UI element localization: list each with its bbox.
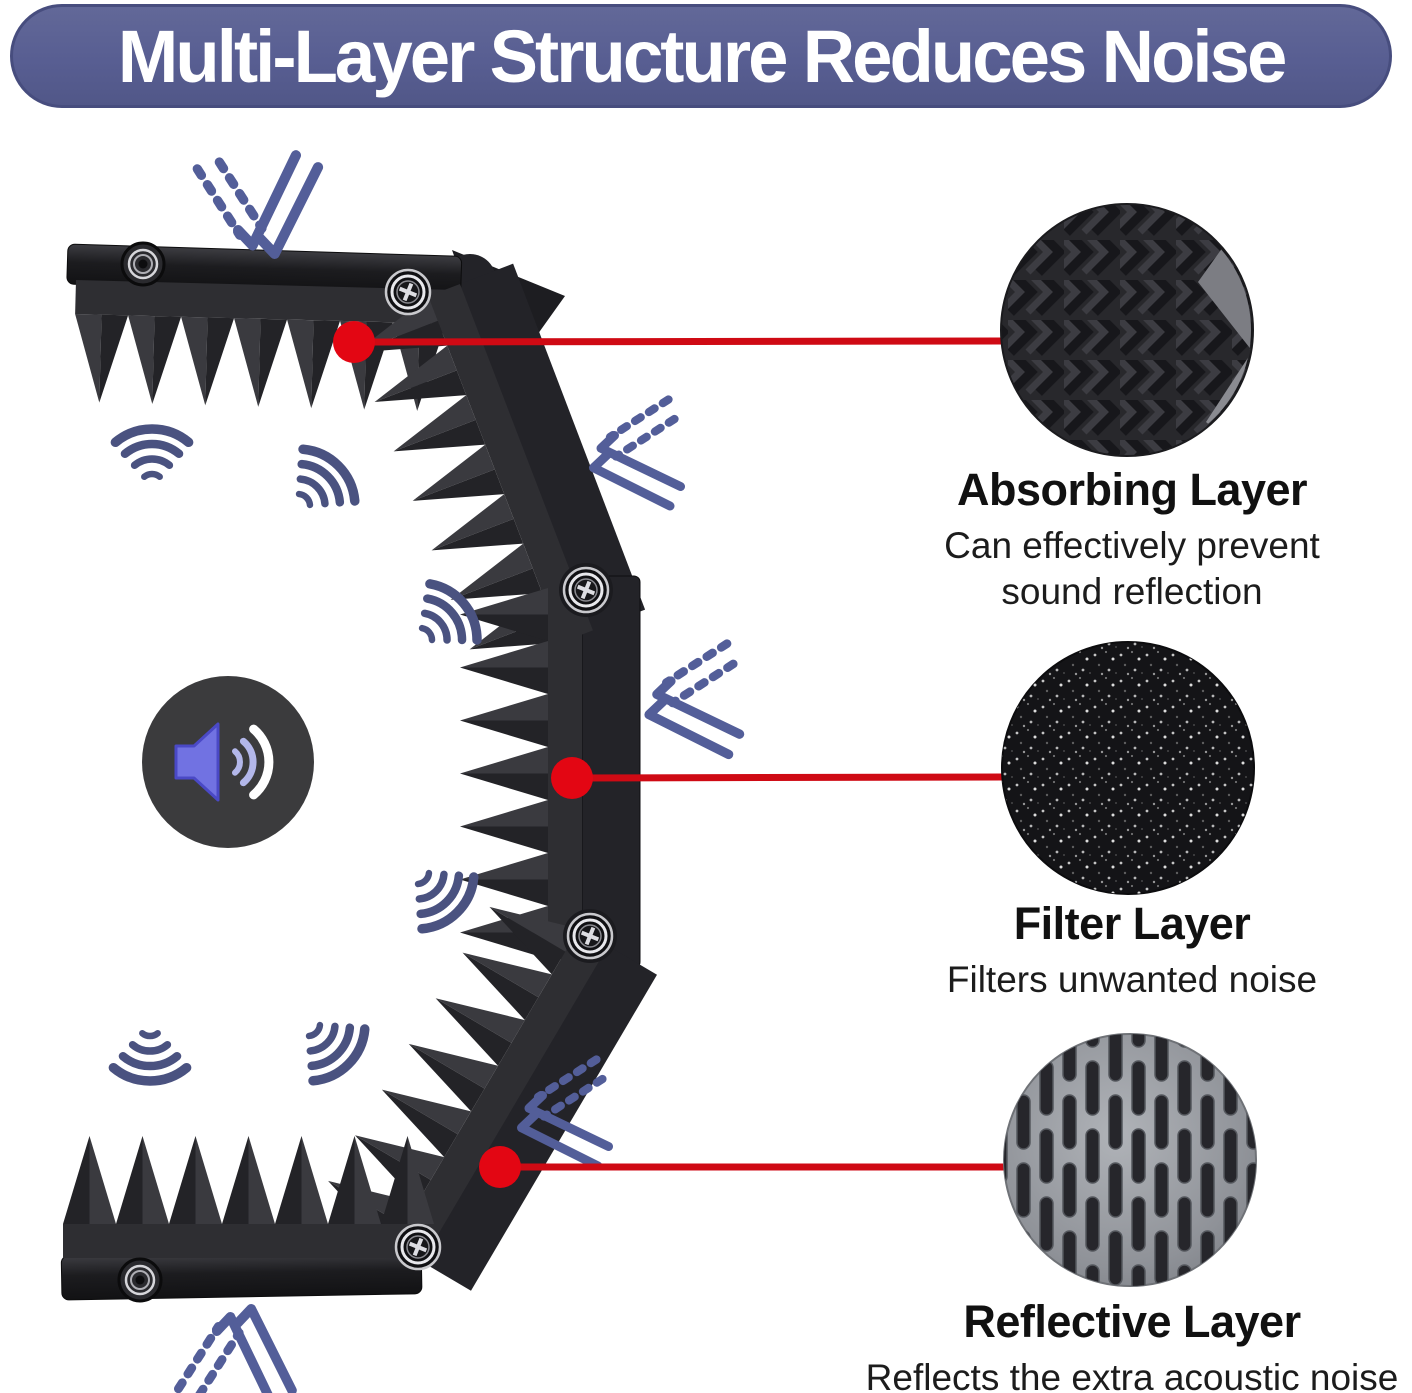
reflected-noise-arrow-icon <box>649 644 739 755</box>
reflected-noise-arrow-icon <box>594 400 681 507</box>
reflective-layer-thumbnail <box>1003 1033 1257 1287</box>
phillips-screw-icon <box>562 566 610 614</box>
phillips-screw-icon <box>384 268 432 316</box>
callout-dot-filter <box>551 757 593 799</box>
banner-title: Multi-Layer Structure Reduces Noise <box>117 14 1287 98</box>
filter-layer-thumbnail <box>1001 641 1255 895</box>
snap-button-icon <box>120 241 166 287</box>
absorbing-layer-description: Can effectively prevent sound reflection <box>944 525 1320 612</box>
snap-button-icon <box>117 1257 163 1303</box>
absorbing-layer-title: Absorbing Layer <box>956 464 1308 515</box>
phillips-screw-icon <box>394 1223 442 1271</box>
speaker-volume-icon <box>142 676 314 848</box>
absorbing-layer-caption: Absorbing Layer Can effectively prevent … <box>852 464 1412 615</box>
callout-leader-lines <box>353 337 1007 1171</box>
reflected-noise-arrow-icon <box>178 1309 292 1393</box>
sound-wave-arcs-icon <box>289 1005 375 1091</box>
callout-dot-absorbing <box>333 321 375 363</box>
reflective-layer-caption: Reflective Layer Reflects the extra acou… <box>852 1296 1412 1393</box>
frame-panel-upper-right <box>458 263 646 631</box>
reflective-layer-title: Reflective Layer <box>963 1296 1301 1347</box>
sound-wave-arcs-icon <box>115 429 188 477</box>
filter-layer-title: Filter Layer <box>1013 898 1251 949</box>
sound-wave-arcs-icon <box>113 1033 186 1081</box>
title-banner: Multi-Layer Structure Reduces Noise <box>10 4 1392 108</box>
absorbing-layer-thumbnail <box>1000 203 1254 457</box>
filter-layer-description: Filters unwanted noise <box>946 959 1318 1000</box>
reflective-layer-description: Reflects the extra acoustic noise <box>865 1357 1399 1393</box>
reflected-noise-arrow-icon <box>197 155 318 254</box>
sound-wave-arcs-icon <box>398 853 484 939</box>
sound-wave-arcs-icon <box>279 440 365 526</box>
callout-dot-reflective <box>479 1146 521 1188</box>
phillips-screw-icon <box>566 912 614 960</box>
filter-layer-caption: Filter Layer Filters unwanted noise <box>852 898 1412 1003</box>
